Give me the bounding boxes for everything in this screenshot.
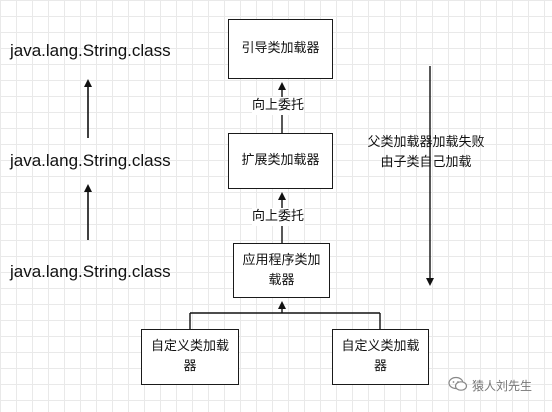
watermark-text: 猿人刘先生 [472,379,533,393]
custom-loader-box-right: 自定义类加载器 [332,329,429,385]
custom-loader-label-left: 自定义类加载器 [150,339,229,374]
bootstrap-loader-label: 引导类加载器 [241,41,320,56]
wechat-icon [448,376,468,395]
extension-loader-box: 扩展类加载器 [228,133,333,189]
bootstrap-loader-box: 引导类加载器 [228,19,333,79]
custom-loader-box-left: 自定义类加载器 [141,329,239,385]
extension-loader-label: 扩展类加载器 [241,153,320,168]
delegation-label-lower: 向上委托 [252,208,305,226]
delegation-label-upper: 向上委托 [252,97,305,115]
application-loader-box: 应用程序类加载器 [233,243,330,298]
class-label-middle: java.lang.String.class [10,151,171,170]
class-label-bottom: java.lang.String.class [10,262,171,281]
custom-loader-label-right: 自定义类加载器 [341,339,420,374]
application-loader-label: 应用程序类加载器 [242,252,321,288]
fallback-note: 父类加载器加载失败 由子类自己加载 [367,135,485,170]
watermark: 猿人刘先生 [448,376,532,395]
class-label-top: java.lang.String.class [10,41,171,60]
